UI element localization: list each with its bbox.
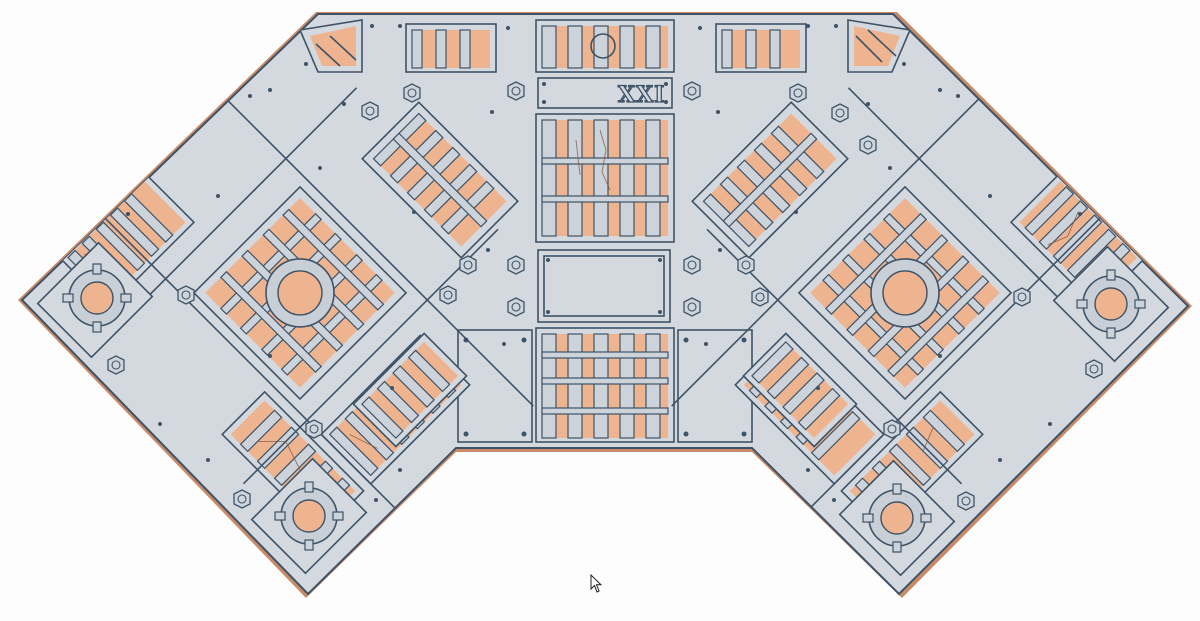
grate-top-left xyxy=(405,23,497,73)
grate-corner-top-left xyxy=(298,19,363,73)
gear-bottom-right xyxy=(838,459,956,577)
gear-right xyxy=(1052,245,1170,363)
mouse-pointer-icon xyxy=(590,574,603,593)
grate-top-right xyxy=(715,23,807,73)
grate-center-upper xyxy=(535,113,675,243)
grate-upper-right-diagonal xyxy=(691,101,849,259)
grate-corner-top-right xyxy=(847,19,912,73)
hex-bolt-icon xyxy=(107,81,1103,511)
rivets xyxy=(58,24,1152,577)
numeral-plaque: XXI xyxy=(537,77,673,109)
center-panel xyxy=(537,249,671,323)
grate-top-center xyxy=(535,19,675,73)
grate-lower-left-diagonal xyxy=(352,332,468,448)
grate-upper-left-diagonal xyxy=(361,101,519,259)
gear-bottom-left xyxy=(250,457,368,575)
gear-left xyxy=(36,241,154,359)
grate-center-lower xyxy=(535,327,675,443)
plaque-numeral: XXI xyxy=(618,82,665,108)
grate-lower-right-diagonal xyxy=(742,332,858,448)
lower-left-plate xyxy=(457,329,533,443)
